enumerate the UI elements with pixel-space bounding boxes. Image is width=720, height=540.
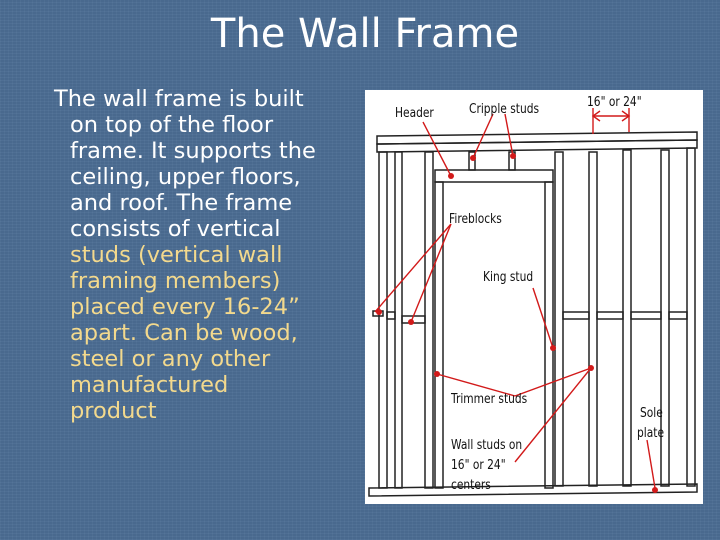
header-shape	[434, 169, 554, 183]
stud	[394, 151, 403, 489]
body-text-line: apart. Can be wood,	[70, 320, 298, 346]
cripple-stud-shape	[468, 151, 476, 171]
label-wall-studs-line1: Wall studs on	[451, 438, 523, 453]
body-text-line: consists of vertical	[70, 216, 281, 242]
callout-dot	[408, 319, 414, 325]
label-king-stud: King stud	[483, 270, 534, 285]
body-text-line: manufactured	[70, 372, 229, 398]
callout-line	[436, 373, 516, 397]
label-sole: Sole	[640, 406, 663, 421]
callout-line	[472, 113, 494, 159]
label-cripple-studs: Cripple studs	[469, 102, 540, 117]
fireblock-shape	[562, 311, 590, 320]
callout-line	[410, 223, 452, 323]
king-stud-shape	[424, 151, 434, 489]
stud	[588, 151, 598, 487]
sole-plate-shape	[368, 483, 698, 497]
callout-dot	[588, 365, 594, 371]
callout-line	[532, 287, 554, 349]
fireblock-shape	[596, 311, 624, 320]
callout-line	[374, 223, 452, 313]
fireblock-shape	[386, 311, 396, 320]
callout-dot	[448, 173, 454, 179]
body-text-line: frame. It supports the	[70, 138, 316, 164]
fireblock-shape	[630, 311, 662, 320]
label-wall-studs-line2: 16" or 24"	[451, 458, 506, 473]
body-text-line: framing members)	[70, 268, 281, 294]
trimmer-stud-shape	[434, 181, 444, 489]
wall-frame-diagram: Header Cripple studs 16" or 24" Firebloc…	[365, 90, 703, 504]
wall-frame-drawing	[368, 108, 698, 497]
top-plate-lower	[376, 139, 698, 153]
label-header: Header	[395, 106, 434, 121]
body-text-line: and roof. The frame	[70, 190, 293, 216]
label-fireblocks: Fireblocks	[449, 212, 502, 227]
callout-dot	[376, 309, 382, 315]
stud	[622, 149, 632, 487]
callout-dot	[470, 155, 476, 161]
label-plate: plate	[637, 426, 665, 441]
callout-line	[422, 121, 452, 177]
body-text-line: product	[70, 398, 157, 424]
label-spacing: 16" or 24"	[587, 95, 642, 110]
stud	[378, 151, 388, 489]
body-text-line: ceiling, upper floors,	[70, 164, 301, 190]
callout-dot	[652, 487, 658, 493]
label-trimmer-studs: Trimmer studs	[451, 392, 528, 407]
body-text-line: placed every 16-24”	[70, 294, 300, 320]
king-stud-shape	[554, 151, 564, 487]
body-text-line: steel or any other	[70, 346, 271, 372]
stud	[686, 147, 696, 487]
callout-dot	[550, 345, 556, 351]
label-wall-studs-line3: centers	[451, 478, 491, 493]
body-text-line: The wall frame is built	[54, 86, 304, 112]
callout-dot	[510, 153, 516, 159]
body-text-line: on top of the floor	[70, 112, 274, 138]
callout-line	[504, 113, 514, 157]
callout-dot	[434, 371, 440, 377]
callout-line	[514, 367, 592, 397]
body-text-line: studs (vertical wall	[70, 242, 283, 268]
callout-line	[514, 367, 592, 463]
callout-line	[646, 439, 656, 489]
fireblock-shape	[668, 311, 688, 320]
slide-title: The Wall Frame	[210, 11, 520, 57]
